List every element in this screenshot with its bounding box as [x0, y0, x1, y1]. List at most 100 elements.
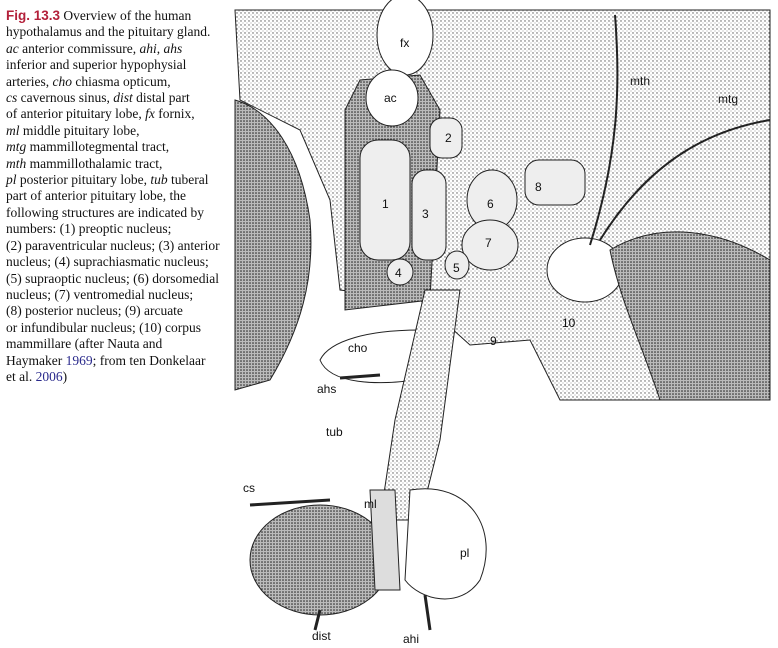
distal-lobe	[249, 504, 391, 616]
caption-line: Haymaker 1969; from ten Donkelaar	[6, 353, 228, 369]
caption-line: mtg mammillotegmental tract,	[6, 139, 228, 155]
abbreviation: fx	[145, 106, 155, 122]
caption-text: chiasma opticum,	[71, 73, 171, 89]
caption-text: et al.	[6, 368, 36, 384]
caption-line: numbers: (1) preoptic nucleus;	[6, 221, 228, 237]
nucleus-1	[359, 139, 411, 261]
caption-text: anterior commissure,	[18, 40, 140, 56]
middle-lobe	[369, 489, 401, 591]
caption-text: fornix,	[154, 106, 195, 122]
nucleus-7	[461, 219, 519, 271]
label-8: 8	[535, 180, 542, 194]
label-9: 9	[490, 334, 497, 348]
nucleus-5	[444, 250, 470, 280]
citation-link[interactable]: 2006	[35, 368, 63, 384]
citation-link[interactable]: 1969	[65, 352, 93, 368]
label-cho: cho	[348, 341, 368, 355]
caption-line: arteries, cho chiasma opticum,	[6, 74, 228, 90]
caption-text: or infundibular nucleus; (10) corpus	[6, 319, 201, 335]
abbreviation: ac	[6, 40, 19, 56]
anterior-commissure	[365, 69, 419, 127]
caption-text: (5) supraoptic nucleus; (6) dorsomedial	[6, 270, 219, 286]
caption-line: ac anterior commissure, ahi, ahs	[6, 41, 228, 57]
label-dist: dist	[312, 629, 331, 643]
nucleus-8	[524, 159, 586, 206]
left-hemisphere	[234, 99, 312, 391]
label-ac: ac	[384, 91, 397, 105]
caption-text: distal part	[132, 90, 190, 106]
caption-line: part of anterior pituitary lobe, the	[6, 188, 228, 204]
caption-text: inferior and superior hypophysial	[6, 57, 187, 73]
abbreviation: pl	[6, 172, 17, 188]
label-3: 3	[422, 207, 429, 221]
caption-line: et al. 2006)	[6, 369, 228, 385]
caption-text: (8) posterior nucleus; (9) arcuate	[6, 303, 183, 319]
label-ml: ml	[364, 497, 377, 511]
caption-text: middle pituitary lobe,	[19, 122, 140, 138]
mammillary-body	[546, 237, 624, 303]
caption-text: nucleus; (7) ventromedial nucleus;	[6, 286, 194, 302]
nucleus-3	[411, 169, 447, 261]
label-2: 2	[445, 131, 452, 145]
caption-text: hypothalamus and the pituitary gland.	[6, 24, 211, 40]
caption-line: (2) paraventricular nucleus; (3) anterio…	[6, 238, 228, 254]
caption-line: Fig. 13.3 Overview of the human	[6, 8, 228, 24]
caption-text: mammillotegmental tract,	[26, 139, 170, 155]
caption-line: pl posterior pituitary lobe, tub tuberal	[6, 172, 228, 188]
caption-text: Overview of the human	[63, 8, 192, 23]
caption-text: mammillare (after Nauta and	[6, 336, 163, 352]
caption-line: hypothalamus and the pituitary gland.	[6, 24, 228, 40]
label-6: 6	[487, 197, 494, 211]
arteries	[249, 373, 432, 631]
nucleus-4	[386, 258, 414, 286]
caption-text: numbers: (1) preoptic nucleus;	[6, 221, 172, 237]
caption-line: inferior and superior hypophysial	[6, 57, 228, 73]
abbreviation: cs	[6, 90, 18, 106]
abbreviation: mth	[6, 155, 27, 171]
caption-text: cavernous sinus,	[17, 90, 114, 106]
caption-text: tuberal	[167, 172, 209, 188]
caption-line: nucleus; (7) ventromedial nucleus;	[6, 287, 228, 303]
label-tub: tub	[326, 425, 343, 439]
caption-text: arteries,	[6, 73, 53, 89]
abbreviation: cho	[52, 73, 72, 89]
caption-line: ml middle pituitary lobe,	[6, 123, 228, 139]
figure-number: Fig. 13.3	[6, 8, 61, 23]
pituitary-stalk	[379, 289, 461, 521]
caption-text: ; from ten Donkelaar	[92, 352, 206, 368]
caption-line: mammillare (after Nauta and	[6, 336, 228, 352]
nucleus-2	[429, 117, 463, 159]
label-pl: pl	[460, 546, 469, 560]
caption-line: nucleus; (4) suprachiasmatic nucleus;	[6, 254, 228, 270]
abbreviation: ml	[6, 122, 20, 138]
label-1: 1	[382, 197, 389, 211]
caption-line: cs cavernous sinus, dist distal part	[6, 90, 228, 106]
label-7: 7	[485, 236, 492, 250]
label-4: 4	[395, 266, 402, 280]
brainstem	[609, 231, 771, 401]
caption-text: following structures are indicated by	[6, 204, 204, 220]
caption-text: part of anterior pituitary lobe, the	[6, 188, 186, 204]
abbreviation: dist	[113, 90, 133, 106]
caption-text: posterior pituitary lobe,	[16, 172, 151, 188]
caption-text: of anterior pituitary lobe,	[6, 106, 146, 122]
label-mtg: mtg	[718, 92, 738, 106]
abbreviation: ahs	[163, 40, 183, 56]
label-ahi: ahi	[403, 632, 419, 646]
caption-line: of anterior pituitary lobe, fx fornix,	[6, 106, 228, 122]
caption-text: Haymaker	[6, 352, 66, 368]
abbreviation: mtg	[6, 139, 27, 155]
posterior-lobe	[404, 488, 487, 600]
label-mth: mth	[630, 74, 650, 88]
mammillothalamic-tract	[589, 14, 619, 246]
caption-line: mth mammillothalamic tract,	[6, 156, 228, 172]
label-5: 5	[453, 261, 460, 275]
caption-text: )	[62, 368, 68, 384]
abbreviation: tub	[150, 172, 168, 188]
label-cs: cs	[243, 481, 255, 495]
caption-line: (5) supraoptic nucleus; (6) dorsomedial	[6, 271, 228, 287]
caption-text: nucleus; (4) suprachiasmatic nucleus;	[6, 254, 209, 270]
caption-line: following structures are indicated by	[6, 205, 228, 221]
